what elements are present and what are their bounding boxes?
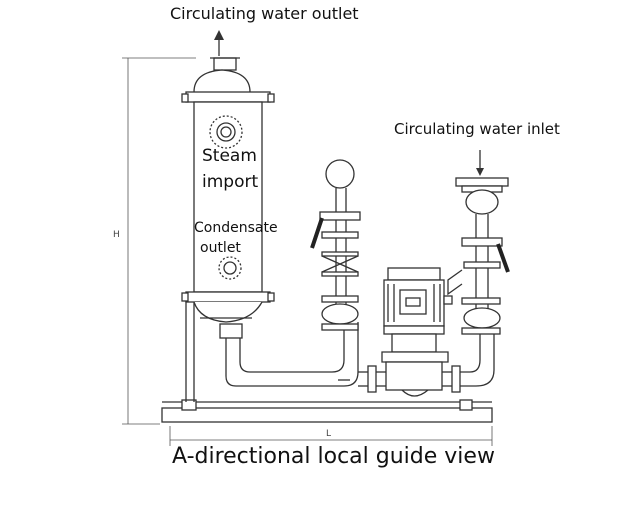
condensate-outlet-label-line2: outlet xyxy=(200,240,241,256)
suction-pipe xyxy=(225,322,359,387)
condensate-outlet-label-line1: Condensate xyxy=(194,220,278,236)
diagram-caption: A-directional local guide view xyxy=(172,444,495,469)
pump-motor xyxy=(381,267,453,397)
outlet-label: Circulating water outlet xyxy=(170,4,359,23)
condensate-nozzle xyxy=(218,256,242,280)
dimension-lines xyxy=(122,57,493,446)
outlet-arrow xyxy=(214,30,224,56)
right-valve-column xyxy=(447,150,510,335)
support-leg xyxy=(185,300,195,402)
pump-flanges xyxy=(358,334,495,393)
height-dimension-label: H xyxy=(113,230,120,240)
steam-import-label-line1: Steam xyxy=(202,146,257,166)
steam-import-label-line2: import xyxy=(202,172,259,192)
left-valve-column xyxy=(310,159,361,331)
length-dimension-label: L xyxy=(326,429,332,439)
base-frame xyxy=(161,399,493,423)
inlet-label: Circulating water inlet xyxy=(394,120,560,138)
steam-nozzle xyxy=(209,115,243,149)
heat-exchanger xyxy=(181,57,275,339)
